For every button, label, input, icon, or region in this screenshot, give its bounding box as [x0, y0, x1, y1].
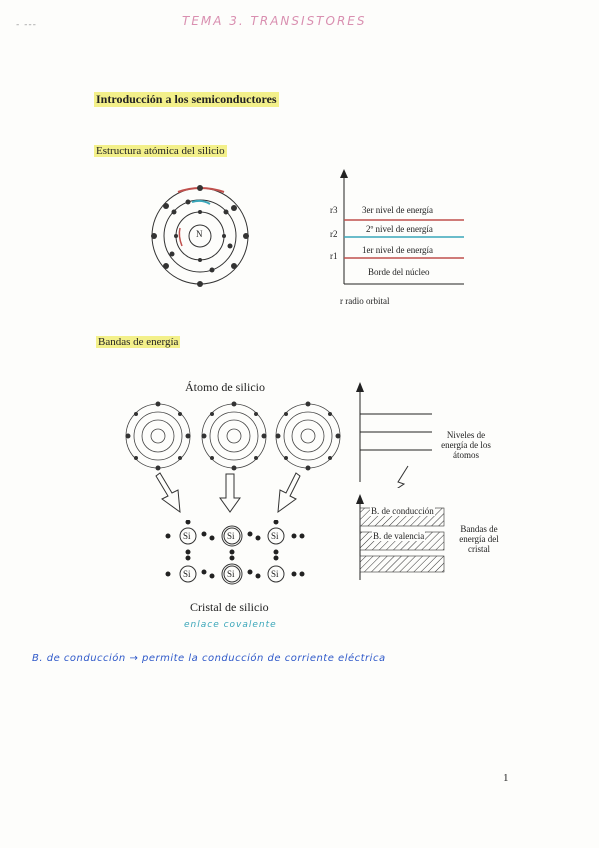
- valence-band-label: B. de valencia: [372, 531, 426, 541]
- levels-label: Niveles de energía de los átomos: [434, 430, 498, 460]
- energy-level-3-label: 3er nivel de energía: [362, 205, 434, 215]
- atomic-levels-diagram: [356, 382, 432, 488]
- si-label-2: Si: [227, 531, 235, 541]
- covalent-bond-note: enlace covalente: [184, 620, 277, 630]
- levels-label-line-1: Niveles de: [446, 430, 486, 440]
- page-number: 1: [503, 772, 509, 784]
- si-label-3: Si: [271, 531, 279, 541]
- levels-label-line-2: energía de los: [441, 440, 491, 450]
- conduction-band-label: B. de conducción: [370, 506, 435, 516]
- si-label-1: Si: [183, 531, 191, 541]
- axis-label-r1: r1: [330, 251, 338, 261]
- nucleus-edge-label: Borde del núcleo: [368, 267, 430, 277]
- si-label-4: Si: [183, 569, 191, 579]
- energy-level-diagram: [340, 169, 464, 285]
- three-atoms-diagram: [125, 401, 341, 471]
- axis-label-r2: r2: [330, 229, 338, 239]
- levels-label-line-3: átomos: [453, 450, 479, 460]
- section-subtitle-energy-bands: Bandas de energía: [96, 336, 181, 348]
- bands-label: Bandas de energía del cristal: [450, 524, 508, 554]
- nucleus-label: N: [196, 229, 203, 239]
- axis-label-r3: r3: [330, 205, 338, 215]
- bands-label-line-1: Bandas de: [460, 524, 498, 534]
- header-mark: - ---: [16, 20, 37, 30]
- crystal-label: Cristal de silicio: [190, 600, 269, 614]
- silicon-crystal-lattice: [165, 520, 305, 585]
- axis-caption: r radio orbital: [340, 296, 390, 306]
- handwritten-note: B. de conducción → permite la conducción…: [32, 653, 386, 664]
- si-label-6: Si: [271, 569, 279, 579]
- atom-title: Átomo de silicio: [185, 380, 265, 394]
- si-label-5: Si: [227, 569, 235, 579]
- bands-label-line-3: cristal: [468, 544, 490, 554]
- silicon-atom-diagram: [151, 185, 249, 287]
- page-header-title: TEMA 3. TRANSISTORES: [182, 14, 367, 28]
- energy-level-2-label: 2º nivel de energía: [366, 224, 433, 234]
- bands-label-line-2: energía del: [459, 534, 499, 544]
- section-subtitle-atomic-structure: Estructura atómica del silicio: [94, 145, 227, 157]
- arrows-to-crystal: [155, 472, 301, 514]
- energy-level-1-label: 1er nivel de energía: [362, 245, 434, 255]
- section-title: Introducción a los semiconductores: [94, 92, 279, 107]
